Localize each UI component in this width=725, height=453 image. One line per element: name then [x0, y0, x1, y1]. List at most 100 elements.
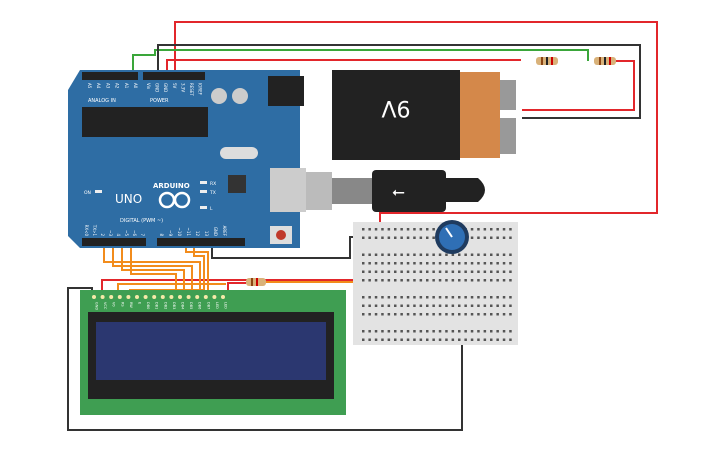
breadboard-hole[interactable] [477, 296, 480, 299]
breadboard-hole[interactable] [483, 304, 487, 308]
breadboard-hole[interactable] [362, 228, 365, 231]
breadboard-hole[interactable] [362, 236, 365, 240]
breadboard-hole[interactable] [470, 304, 474, 308]
breadboard-hole[interactable] [438, 279, 442, 282]
breadboard-hole[interactable] [400, 253, 403, 257]
breadboard-hole[interactable] [368, 338, 371, 342]
power-jack[interactable] [268, 76, 304, 106]
breadboard-hole[interactable] [477, 262, 480, 265]
breadboard-hole[interactable] [419, 313, 423, 316]
breadboard-hole[interactable] [368, 262, 371, 265]
breadboard-hole[interactable] [477, 270, 480, 274]
breadboard-hole[interactable] [432, 228, 435, 231]
breadboard-hole[interactable] [438, 253, 442, 257]
breadboard-hole[interactable] [374, 304, 378, 308]
breadboard-hole[interactable] [400, 313, 403, 316]
breadboard-hole[interactable] [464, 313, 467, 316]
breadboard-hole[interactable] [426, 228, 429, 231]
breadboard-hole[interactable] [477, 279, 480, 282]
breadboard-hole[interactable] [451, 262, 455, 265]
breadboard-hole[interactable] [419, 296, 423, 299]
breadboard-hole[interactable] [406, 279, 410, 282]
breadboard-hole[interactable] [509, 296, 512, 299]
lcd-pin[interactable] [160, 295, 165, 299]
breadboard-hole[interactable] [374, 279, 378, 282]
breadboard-hole[interactable] [381, 279, 384, 282]
breadboard-hole[interactable] [490, 338, 493, 342]
breadboard-hole[interactable] [458, 270, 461, 274]
breadboard-hole[interactable] [432, 313, 435, 316]
breadboard-hole[interactable] [451, 279, 455, 282]
breadboard-hole[interactable] [445, 330, 448, 333]
breadboard-hole[interactable] [496, 338, 499, 342]
breadboard-hole[interactable] [451, 296, 455, 299]
breadboard-hole[interactable] [426, 330, 429, 333]
breadboard-hole[interactable] [362, 253, 365, 257]
breadboard-hole[interactable] [490, 279, 493, 282]
breadboard-hole[interactable] [464, 330, 467, 333]
breadboard-hole[interactable] [381, 253, 384, 257]
breadboard-hole[interactable] [419, 262, 423, 265]
breadboard-hole[interactable] [502, 236, 506, 240]
breadboard-hole[interactable] [490, 270, 493, 274]
breadboard-hole[interactable] [374, 330, 378, 333]
lcd-pin[interactable] [126, 295, 131, 299]
breadboard-hole[interactable] [374, 262, 378, 265]
breadboard-hole[interactable] [400, 262, 403, 265]
breadboard-hole[interactable] [509, 270, 512, 274]
breadboard-hole[interactable] [374, 236, 378, 240]
breadboard-hole[interactable] [438, 270, 442, 274]
breadboard-hole[interactable] [432, 262, 435, 265]
breadboard-hole[interactable] [419, 338, 423, 342]
breadboard-hole[interactable] [432, 338, 435, 342]
breadboard-hole[interactable] [394, 296, 397, 299]
breadboard-hole[interactable] [387, 228, 391, 231]
breadboard-hole[interactable] [381, 236, 384, 240]
breadboard-hole[interactable] [368, 228, 371, 231]
breadboard-hole[interactable] [502, 270, 506, 274]
breadboard-hole[interactable] [413, 296, 416, 299]
breadboard-hole[interactable] [483, 228, 487, 231]
breadboard-hole[interactable] [458, 313, 461, 316]
breadboard-hole[interactable] [470, 313, 474, 316]
breadboard-hole[interactable] [496, 296, 499, 299]
breadboard-hole[interactable] [451, 304, 455, 308]
breadboard-hole[interactable] [509, 279, 512, 282]
breadboard-hole[interactable] [483, 253, 487, 257]
breadboard-hole[interactable] [477, 228, 480, 231]
breadboard-hole[interactable] [464, 253, 467, 257]
breadboard-hole[interactable] [362, 313, 365, 316]
wire-green-a0[interactable] [132, 49, 589, 76]
breadboard-hole[interactable] [413, 313, 416, 316]
breadboard-hole[interactable] [362, 262, 365, 265]
breadboard-hole[interactable] [502, 262, 506, 265]
breadboard-hole[interactable] [470, 279, 474, 282]
breadboard-hole[interactable] [368, 279, 371, 282]
breadboard-hole[interactable] [400, 236, 403, 240]
breadboard-hole[interactable] [368, 304, 371, 308]
resistor[interactable] [594, 57, 616, 65]
breadboard-hole[interactable] [502, 338, 506, 342]
breadboard-hole[interactable] [419, 270, 423, 274]
breadboard-hole[interactable] [387, 313, 391, 316]
breadboard-hole[interactable] [502, 313, 506, 316]
breadboard-hole[interactable] [400, 228, 403, 231]
breadboard-hole[interactable] [413, 262, 416, 265]
breadboard-hole[interactable] [381, 330, 384, 333]
breadboard-hole[interactable] [400, 296, 403, 299]
lcd-pin[interactable] [178, 295, 182, 299]
resistor[interactable] [246, 278, 266, 286]
breadboard-hole[interactable] [413, 338, 416, 342]
breadboard-hole[interactable] [394, 253, 397, 257]
breadboard-hole[interactable] [509, 236, 512, 240]
breadboard-hole[interactable] [477, 253, 480, 257]
breadboard-hole[interactable] [490, 253, 493, 257]
breadboard-hole[interactable] [406, 262, 410, 265]
breadboard-hole[interactable] [502, 253, 506, 257]
breadboard-hole[interactable] [413, 253, 416, 257]
breadboard-hole[interactable] [426, 253, 429, 257]
breadboard-hole[interactable] [458, 338, 461, 342]
breadboard-hole[interactable] [432, 279, 435, 282]
potentiometer[interactable] [435, 220, 469, 254]
